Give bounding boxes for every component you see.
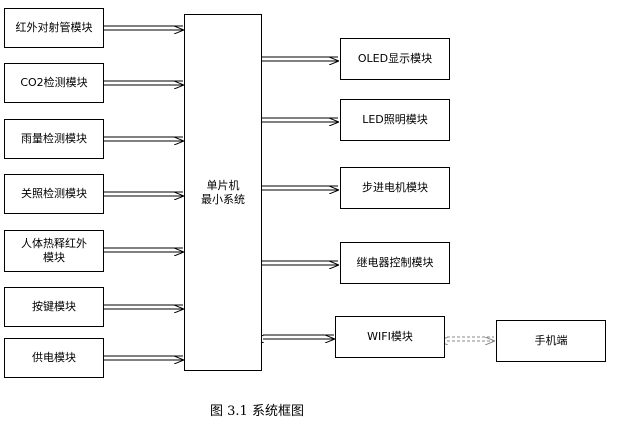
phone-terminal: 手机端 [496, 320, 606, 362]
power-module: 供电模块 [4, 338, 104, 378]
infrared-beam-module: 红外对射管模块 [4, 8, 104, 48]
rain-module: 雨量检测模块 [4, 119, 104, 159]
output-arrow-2 [262, 117, 338, 122]
input-arrow-2 [104, 80, 183, 85]
light-module: 关照检测模块 [4, 174, 104, 214]
wifi-phone-link [447, 336, 494, 341]
input-arrow-7 [104, 355, 183, 360]
output-arrow-1 [262, 56, 338, 61]
relay-module: 继电器控制模块 [340, 242, 450, 284]
output-arrow-3 [262, 185, 338, 190]
led-module: LED照明模块 [340, 99, 450, 141]
co2-module: CO2检测模块 [4, 63, 104, 103]
input-arrow-3 [104, 136, 183, 141]
input-arrow-6 [104, 304, 183, 309]
input-arrow-5 [104, 247, 183, 252]
stepper-motor-module: 步进电机模块 [340, 167, 450, 209]
key-module: 按键模块 [4, 287, 104, 327]
wifi-module: WIFI模块 [335, 316, 445, 358]
oled-module: OLED显示模块 [340, 38, 450, 80]
figure-caption: 图 3.1 系统框图 [210, 404, 304, 419]
mcu-wifi-arrow [263, 334, 334, 339]
input-arrow-1 [104, 25, 183, 30]
output-arrow-4 [262, 260, 338, 265]
mcu-minimum-system: 单片机 最小系统 [184, 14, 262, 371]
input-arrow-4 [104, 191, 183, 196]
pir-module: 人体热释红外 模块 [4, 230, 104, 272]
